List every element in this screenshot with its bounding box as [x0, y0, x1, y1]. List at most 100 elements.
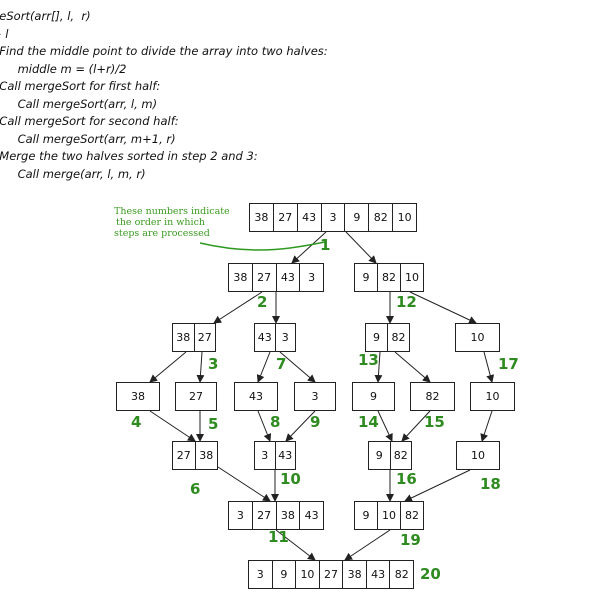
step-number: 17 [498, 355, 519, 373]
array-box: 3 43 [254, 441, 296, 470]
array-cell: 43 [296, 204, 321, 231]
step-number: 18 [480, 475, 501, 493]
step-number: 13 [358, 351, 379, 369]
array-cell: 38 [131, 390, 145, 403]
array-cell: 82 [400, 502, 423, 529]
array-cell: 43 [249, 390, 263, 403]
array-cell: 3 [311, 390, 319, 403]
step-number: 15 [424, 413, 445, 431]
code-line: geSort(arr[], l, r) [0, 9, 91, 23]
array-cell: 82 [425, 390, 440, 403]
arrow [149, 410, 196, 442]
note-pointer-curve [199, 241, 326, 251]
arrow [213, 291, 263, 324]
array-cell: 27 [318, 561, 343, 588]
array-cell: 38 [233, 271, 248, 284]
arrow [217, 466, 271, 502]
array-cell: 27 [272, 204, 297, 231]
step-number: 7 [276, 355, 287, 373]
array-cell: 10 [471, 449, 485, 462]
code-line: Call merge(arr, l, m, r) [0, 166, 146, 181]
step-number: 19 [400, 531, 421, 549]
array-cell: 27 [251, 264, 276, 291]
array-cell: 3 [236, 509, 244, 522]
array-cell: 3 [256, 568, 264, 581]
arrow [256, 351, 271, 383]
array-cell: 10 [485, 390, 500, 403]
array-cell: 9 [373, 331, 380, 344]
code-line: Call mergeSort(arr, m+1, r) [0, 131, 176, 146]
array-cell: 38 [194, 442, 218, 469]
array-cell: 82 [389, 561, 413, 588]
note-line: steps are processed [114, 228, 210, 239]
array-cell: 38 [342, 561, 366, 588]
step-number: 12 [396, 293, 417, 311]
step-number: 16 [396, 470, 417, 488]
array-cell: 10 [470, 331, 485, 344]
array-cell: 43 [365, 561, 390, 588]
array-cell: 82 [377, 264, 400, 291]
array-cell: 27 [251, 502, 276, 529]
arrow [374, 351, 383, 383]
array-cell: 10 [295, 561, 319, 588]
array-cell: 3 [299, 264, 323, 291]
code-line: . Merge the two halves sorted in step 2 … [0, 149, 258, 163]
array-cell: 27 [176, 449, 191, 462]
arrow [275, 529, 316, 561]
code-line: > l [0, 26, 9, 41]
step-number: 8 [270, 413, 281, 431]
array-box: 10 [470, 382, 515, 411]
array-box: 3 [294, 382, 336, 411]
array-cell: 9 [370, 390, 377, 403]
array-cell: 43 [274, 442, 296, 469]
arrow [401, 410, 431, 442]
array-box: 38 [116, 382, 160, 411]
arrow [285, 410, 316, 442]
array-box: 82 [410, 382, 455, 411]
array-box: 10 [456, 441, 500, 470]
array-cell: 43 [257, 331, 272, 344]
array-cell: 38 [176, 331, 191, 344]
step-number: 14 [358, 413, 379, 431]
arrow [409, 291, 477, 324]
array-cell: 38 [275, 502, 300, 529]
step-number: 2 [257, 293, 268, 311]
code-line: . Call mergeSort for first half: [0, 79, 161, 93]
arrow [394, 351, 431, 383]
array-box: 43 [234, 382, 278, 411]
array-cell: 10 [400, 264, 423, 291]
arrow [480, 410, 493, 442]
step-number: 11 [268, 528, 289, 546]
step-number: 9 [310, 413, 321, 431]
note-line: the order in which [116, 217, 206, 228]
step-number: 1 [320, 236, 331, 254]
step-order-note: These numbers indicate the order in whic… [114, 206, 230, 239]
array-box: 27 [175, 382, 217, 411]
array-cell: 27 [189, 390, 203, 403]
note-line: These numbers indicate [114, 206, 230, 217]
arrow [344, 529, 391, 561]
step-number: 3 [208, 355, 219, 373]
array-cell: 27 [193, 324, 216, 351]
code-line: middle m = (l+r)/2 [0, 61, 127, 76]
array-cell: 9 [362, 509, 370, 522]
array-cell: 10 [392, 204, 416, 231]
array-cell: 9 [375, 449, 383, 462]
array-cell: 82 [368, 204, 392, 231]
step-number: 4 [131, 413, 142, 431]
pseudocode: geSort(arr[], l, r) > l . Find the middl… [0, 8, 328, 183]
array-box: 10 [455, 323, 500, 352]
step-number: 20 [420, 565, 441, 583]
array-cell: 9 [362, 271, 370, 284]
step-number: 10 [280, 470, 301, 488]
array-cell: 3 [261, 449, 269, 462]
